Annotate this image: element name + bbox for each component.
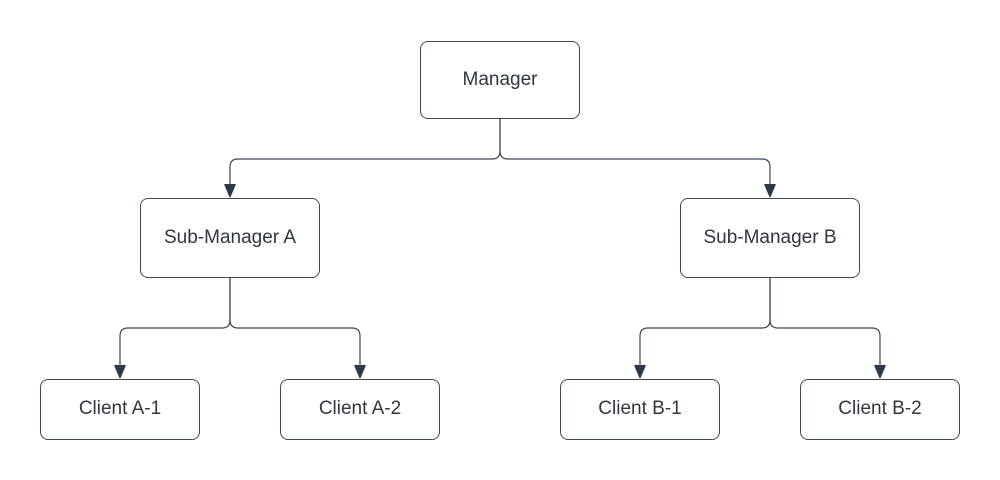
node-client-b1: Client B-1 <box>560 379 720 440</box>
connector-sub-a-client-a2 <box>229 278 361 366</box>
connector-sub-b-client-b2 <box>769 278 881 366</box>
arrowhead-sub-a-client-a2 <box>354 365 366 379</box>
arrowhead-sub-b-client-b1 <box>634 365 646 379</box>
node-client-b2: Client B-2 <box>800 379 960 440</box>
node-sub-manager-a-label: Sub-Manager A <box>163 226 297 248</box>
arrowhead-manager-sub-b <box>764 184 776 198</box>
connector-manager-sub-a <box>229 119 501 185</box>
node-manager-label: Manager <box>462 68 538 90</box>
node-sub-manager-a: Sub-Manager A <box>140 198 320 278</box>
node-manager: Manager <box>420 41 580 119</box>
connector-sub-a-client-a1 <box>119 278 231 366</box>
arrowhead-manager-sub-a <box>224 184 236 198</box>
node-client-b2-label: Client B-2 <box>838 398 922 420</box>
arrowhead-sub-b-client-b2 <box>874 365 886 379</box>
node-sub-manager-b-label: Sub-Manager B <box>703 226 837 248</box>
connector-sub-b-client-b1 <box>639 278 771 366</box>
node-client-a2-label: Client A-2 <box>318 398 402 420</box>
arrowhead-sub-a-client-a1 <box>114 365 126 379</box>
node-client-a2: Client A-2 <box>280 379 440 440</box>
node-sub-manager-b: Sub-Manager B <box>680 198 860 278</box>
connector-manager-sub-b <box>499 119 771 185</box>
node-client-a1: Client A-1 <box>40 379 200 440</box>
node-client-b1-label: Client B-1 <box>598 398 682 420</box>
node-client-a1-label: Client A-1 <box>78 398 162 420</box>
